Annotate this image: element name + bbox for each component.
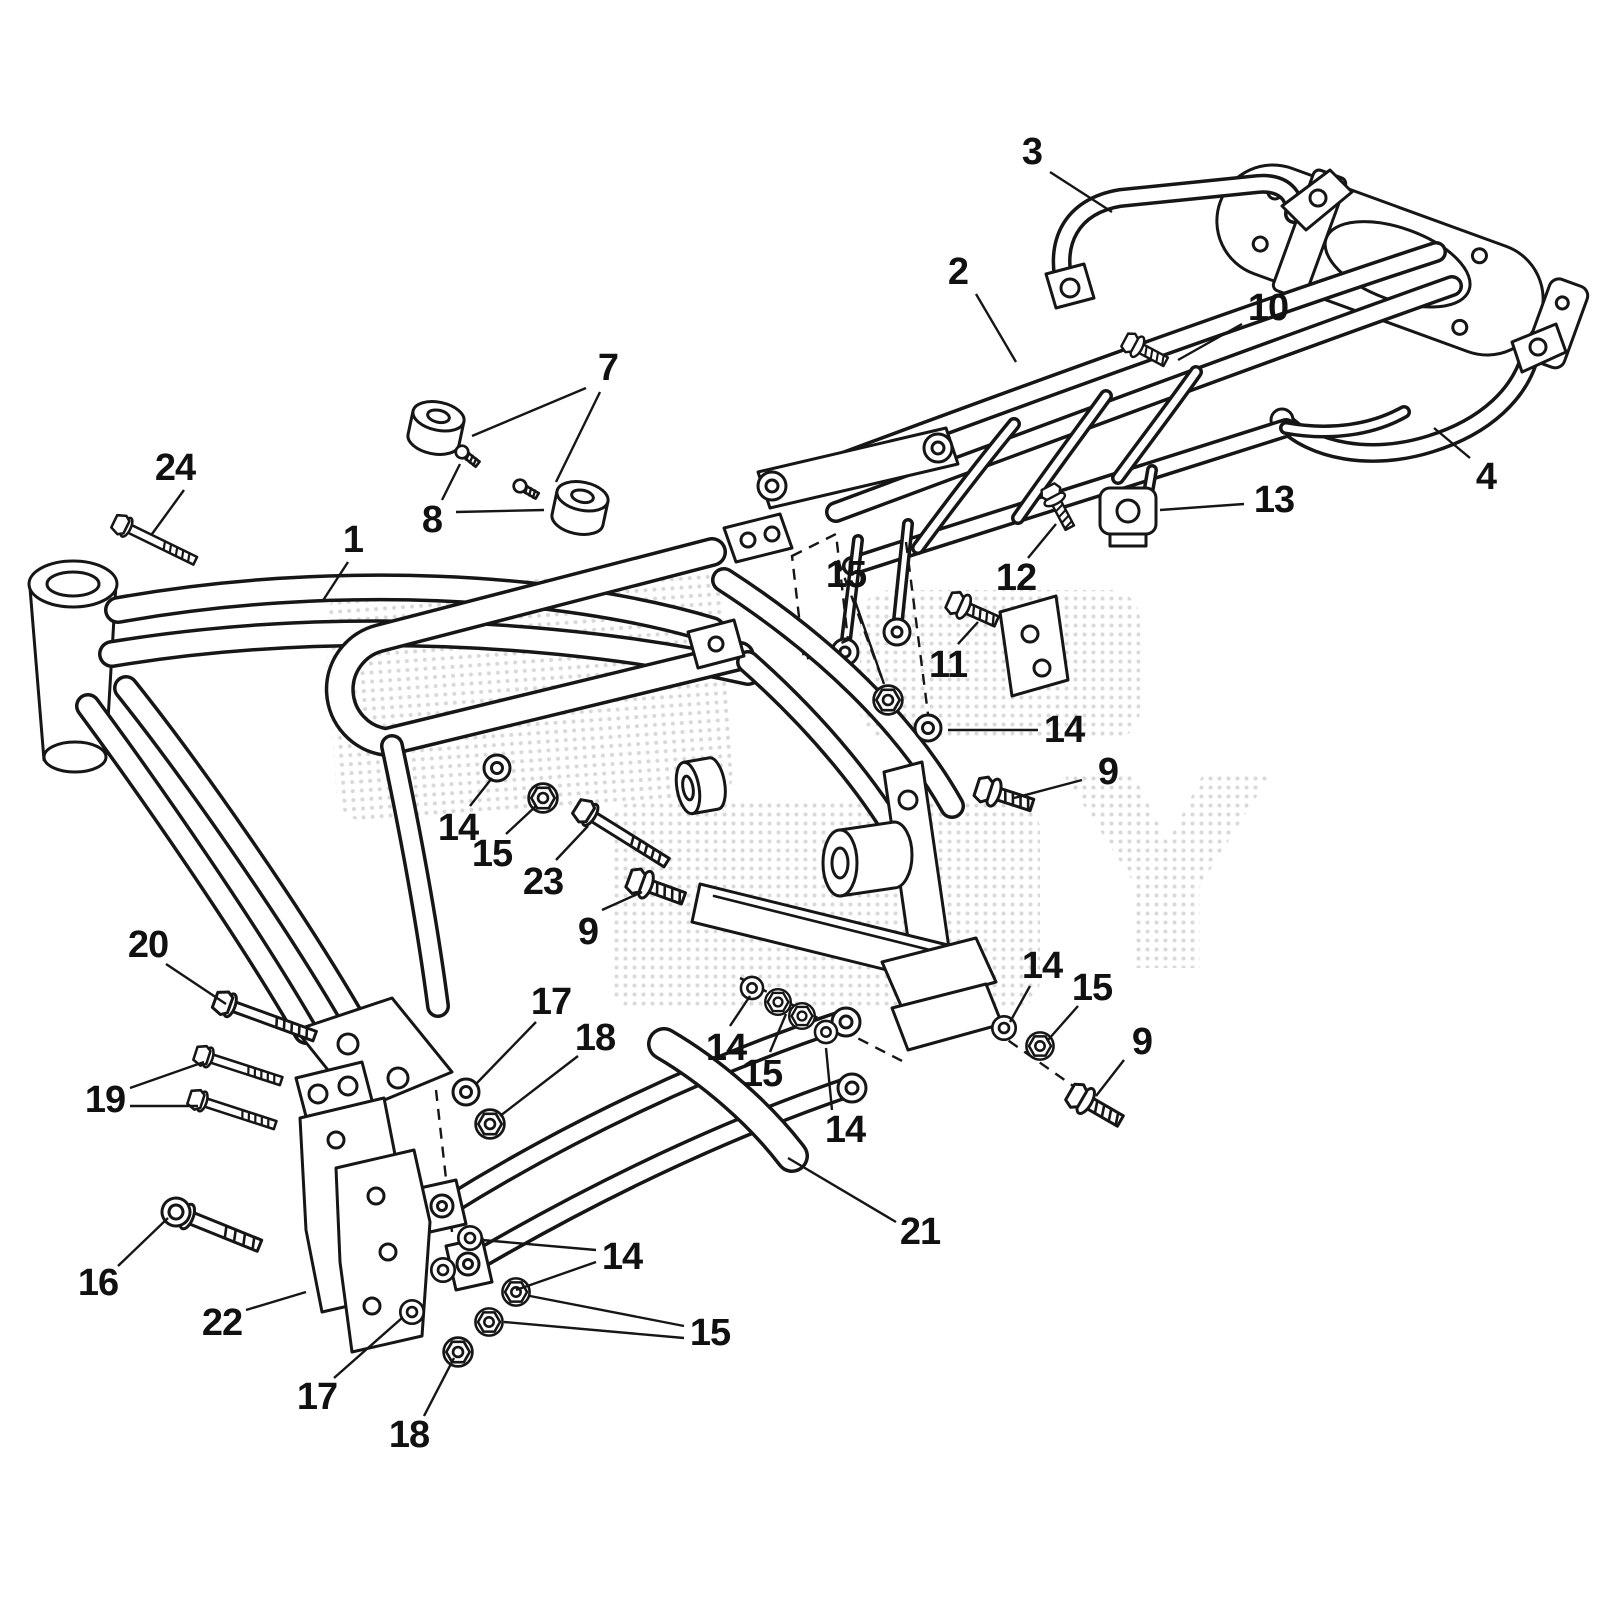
leader-line-7-4 [554,391,602,483]
leader-line-13-7 [1159,502,1245,512]
engine-bracket [294,1060,432,1354]
leader-line-17-19 [475,1021,537,1085]
leader-line-3-0 [1049,170,1113,214]
leader-line-15-32 [529,1294,685,1328]
leader-line-14-14 [469,777,493,807]
screw-8b [510,476,542,503]
leader-line-14-26 [824,1047,834,1111]
leader-line-24-5 [151,489,185,535]
leader-line-12-8 [1027,523,1057,559]
leader-line-14-23 [1008,985,1032,1023]
leader-line-8-6 [455,508,545,514]
grab-rail-right [1269,322,1568,463]
leader-line-17-33 [333,1317,403,1379]
leader-line-15-32 [503,1320,685,1340]
leader-line-19-27 [129,1060,205,1090]
washer-17b [398,1298,426,1326]
leader-line-20-18 [165,963,227,1005]
rear-subframe [756,241,1463,698]
flange-nut-15d [788,1002,816,1031]
washer-17a [451,1077,481,1107]
bolt-19b [185,1086,280,1137]
leader-line-7-4 [471,386,587,438]
flange-nut-15c [764,988,792,1016]
leader-line-11-11 [957,621,979,645]
leader-line-14-30 [481,1238,597,1252]
bolt-24 [108,510,201,572]
leader-line-9-13 [1013,778,1083,800]
washer-14c [739,975,765,1001]
leader-lines [117,170,1471,1417]
leader-line-10-2 [1177,322,1243,362]
leader-line-4-3 [1433,427,1471,459]
screw-8a [451,441,483,471]
mount-cylinder [821,820,914,898]
washer-14a [913,713,943,743]
flange-bolt-9c [1061,1078,1129,1135]
flange-nut-18b [442,1336,474,1368]
leader-line-18-34 [422,1357,456,1417]
leader-line-9-25 [1095,1059,1125,1097]
main-frame [27,512,965,1112]
flange-nut-15f [501,1277,531,1307]
leader-line-2-1 [974,293,1018,363]
leader-line-1-9 [320,561,350,603]
leader-line-15-22 [768,1013,788,1053]
leader-line-22-31 [245,1290,307,1312]
grab-rail-top [1044,168,1354,310]
leader-line-8-6 [440,463,462,501]
flange-nut-18a [474,1108,506,1140]
flange-nut-15a [872,684,904,716]
leader-line-21-28 [787,1156,897,1224]
leader-line-9-17 [601,890,643,912]
leader-line-18-20 [499,1055,579,1117]
leader-line-15-24 [1047,1005,1079,1041]
leader-line-16-29 [117,1217,169,1267]
washer-14b [482,753,512,783]
socket-bolt-16 [156,1192,267,1261]
washer-14d [813,1019,839,1045]
leader-line-23-16 [555,825,589,861]
washer-14f [456,1224,484,1252]
clamp-13 [1098,486,1158,548]
flange-nut-15g [474,1307,504,1337]
lower-subframe [418,882,1004,1292]
bolt-19a [191,1042,286,1093]
leader-line-15-15 [505,805,537,835]
bushing-7b [547,475,613,541]
washer-14g [429,1256,457,1284]
leader-line-14-21 [729,995,751,1027]
leader-line-15-10 [852,597,886,685]
leader-line-14-30 [515,1260,597,1292]
